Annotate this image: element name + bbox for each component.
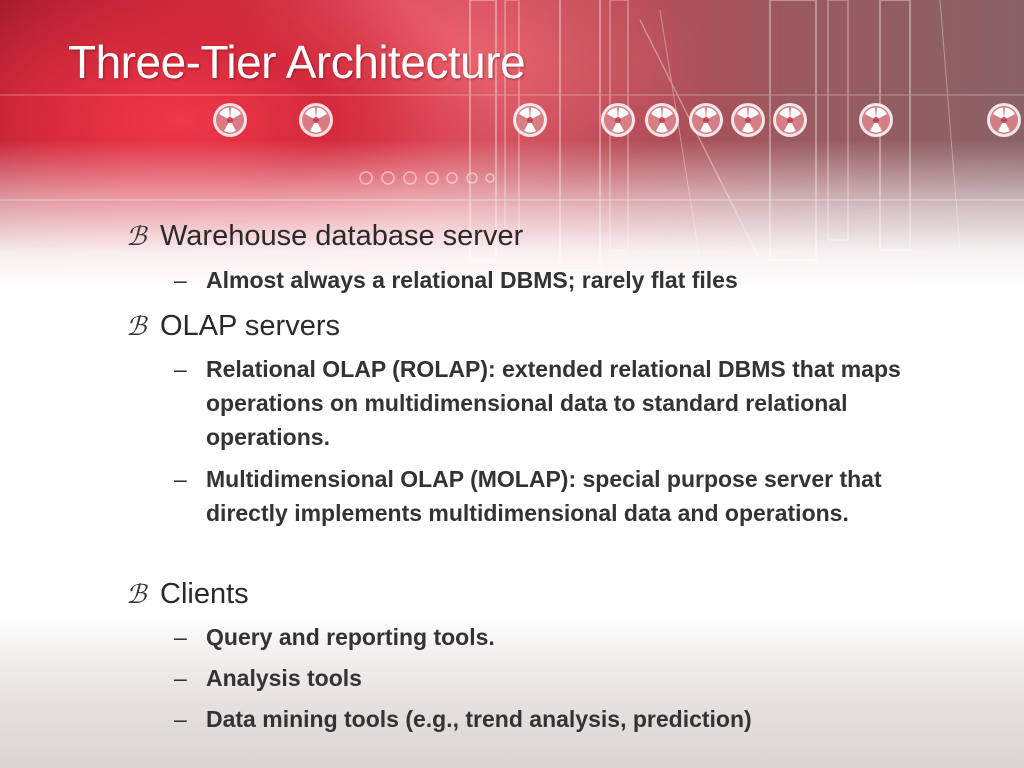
footer-background (0, 615, 1024, 768)
header-background-image (0, 0, 1024, 290)
subbullet-text: Analysis tools (206, 665, 362, 691)
dash-glyph: – (174, 267, 187, 293)
subbullet: – Data mining tools (e.g., trend analysi… (174, 702, 954, 736)
slide-title: Three-Tier Architecture (68, 36, 526, 88)
dash-glyph: – (174, 624, 187, 650)
dash-glyph: – (174, 706, 187, 732)
dash-glyph: – (174, 665, 187, 691)
dash-glyph: – (174, 356, 187, 382)
bullet-glyph: ℬ (126, 312, 147, 342)
dash-glyph: – (174, 466, 187, 492)
subbullet-text: Query and reporting tools. (206, 624, 495, 650)
bullet-clients: ℬ Clients (126, 576, 249, 613)
header-fade (0, 140, 1024, 290)
bullet-glyph: ℬ (126, 580, 147, 610)
subbullet: – Analysis tools (174, 661, 954, 695)
bullet-label: Clients (160, 578, 249, 610)
subbullet: – Query and reporting tools. (174, 620, 954, 654)
subbullet-text: Relational OLAP (ROLAP): extended relati… (206, 356, 901, 450)
bullet-glyph: ℬ (126, 222, 147, 252)
bullet-label: Warehouse database server (160, 220, 524, 252)
bullet-label: OLAP servers (160, 310, 340, 342)
subbullet: – Multidimensional OLAP (MOLAP): special… (174, 462, 954, 530)
bullet-olap-servers: ℬ OLAP servers (126, 308, 340, 345)
bullet-warehouse-database-server: ℬ Warehouse database server (126, 218, 523, 255)
subbullet-text: Multidimensional OLAP (MOLAP): special p… (206, 466, 882, 526)
subbullet-text: Data mining tools (e.g., trend analysis,… (206, 706, 752, 732)
subbullet: – Relational OLAP (ROLAP): extended rela… (174, 352, 954, 454)
subbullet: – Almost always a relational DBMS; rarel… (174, 263, 954, 297)
subbullet-text: Almost always a relational DBMS; rarely … (206, 267, 738, 293)
